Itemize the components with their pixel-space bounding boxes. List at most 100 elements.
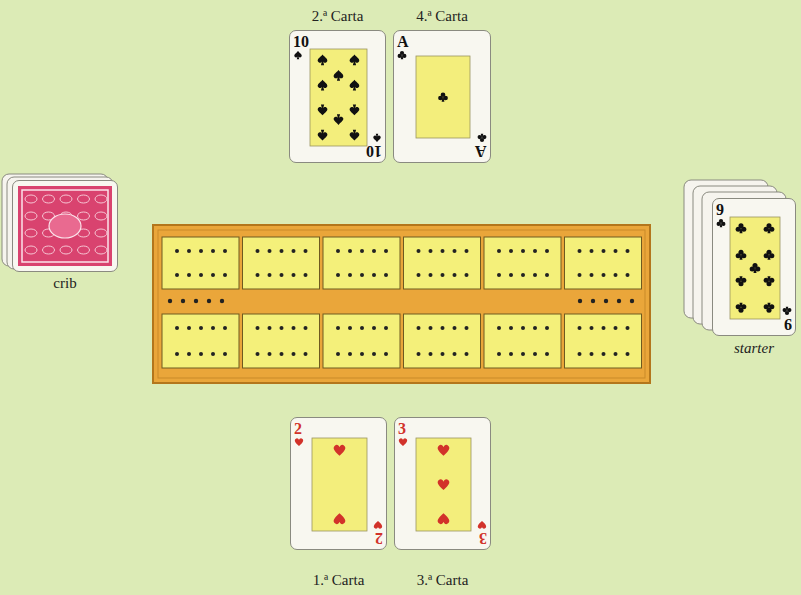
peg-hole <box>223 326 227 330</box>
peg-hole <box>336 326 340 330</box>
peg-hole <box>614 352 618 356</box>
peg-track <box>162 237 239 289</box>
peg-hole <box>199 273 203 277</box>
peg-hole <box>578 273 582 277</box>
index-suit <box>478 134 487 142</box>
suit-pip <box>350 54 360 65</box>
peg-hole <box>187 273 191 277</box>
peg-hole <box>429 273 433 277</box>
card-panel <box>416 56 470 138</box>
card-back-pattern <box>25 229 37 237</box>
peg-hole <box>497 249 501 253</box>
peg-hole <box>384 326 388 330</box>
card-back-pattern <box>49 214 81 238</box>
peg-hole <box>453 249 457 253</box>
card-back-pattern <box>78 212 90 220</box>
peg-hole <box>256 326 260 330</box>
card-index: 10 <box>293 34 309 50</box>
card-back-pattern <box>95 229 107 237</box>
peg-hole <box>602 249 606 253</box>
peg-track <box>162 314 239 368</box>
peg-hole <box>441 352 445 356</box>
peg-hole <box>465 326 469 330</box>
peg-hole <box>533 352 537 356</box>
peg-hole <box>268 273 272 277</box>
peg-hole <box>199 249 203 253</box>
card-back-pattern <box>95 212 107 220</box>
peg-hole <box>268 326 272 330</box>
peg-track <box>243 314 320 368</box>
peg-hole <box>304 326 308 330</box>
peg-hole <box>280 249 284 253</box>
card-index: 2 <box>375 530 383 546</box>
peg-hole <box>280 273 284 277</box>
card-back-pattern <box>25 212 37 220</box>
playing-card: 2.ª Carta1010 <box>289 30 386 163</box>
peg-hole <box>509 273 513 277</box>
card-back: crib <box>12 180 118 272</box>
peg-hole <box>521 326 525 330</box>
peg-track <box>565 314 642 368</box>
card-index: 9 <box>716 202 724 218</box>
card-caption: starter <box>734 340 774 357</box>
peg-hole <box>175 326 179 330</box>
peg-hole <box>509 249 513 253</box>
card-art <box>713 199 795 335</box>
peg-hole <box>211 273 215 277</box>
card-art <box>290 31 385 162</box>
peg-hole <box>545 249 549 253</box>
suit-pip <box>438 513 450 524</box>
peg-hole <box>602 326 606 330</box>
index-suit <box>399 438 407 446</box>
index-suit <box>373 134 380 142</box>
peg-hole <box>626 273 630 277</box>
peg-hole <box>590 249 594 253</box>
peg-track <box>404 314 481 368</box>
suit-pip <box>736 276 747 286</box>
card-back-pattern <box>60 195 72 203</box>
suit-pip <box>438 92 448 101</box>
card-back-pattern <box>60 246 72 254</box>
peg-hole <box>372 249 376 253</box>
card-back-pattern <box>22 190 108 262</box>
card-index: 10 <box>366 143 382 159</box>
peg-hole <box>497 352 501 356</box>
peg-hole <box>417 249 421 253</box>
suit-pip <box>318 130 328 141</box>
card-back <box>7 177 113 269</box>
index-suit <box>398 51 407 59</box>
card-index: 3 <box>479 530 487 546</box>
peg-hole <box>630 299 634 303</box>
peg-track <box>484 237 561 289</box>
peg-hole <box>604 299 608 303</box>
peg-hole <box>384 249 388 253</box>
peg-hole <box>509 326 513 330</box>
peg-hole <box>602 352 606 356</box>
peg-hole <box>199 326 203 330</box>
suit-pip <box>764 276 775 286</box>
peg-hole <box>348 249 352 253</box>
suit-pip <box>350 130 360 141</box>
peg-hole <box>417 352 421 356</box>
peg-hole <box>533 249 537 253</box>
peg-hole <box>223 249 227 253</box>
peg-hole <box>211 326 215 330</box>
peg-hole <box>181 299 185 303</box>
peg-hole <box>292 273 296 277</box>
index-suit <box>374 521 382 529</box>
peg-hole <box>429 249 433 253</box>
peg-track <box>484 314 561 368</box>
peg-hole <box>453 352 457 356</box>
crib-stack <box>2 174 113 269</box>
suit-pip <box>334 513 346 524</box>
peg-hole <box>187 249 191 253</box>
card-index: 9 <box>784 316 792 332</box>
card-index: A <box>397 34 409 50</box>
card-back-pattern <box>18 186 112 266</box>
peg-hole <box>590 326 594 330</box>
peg-hole <box>304 249 308 253</box>
peg-hole <box>199 352 203 356</box>
peg-hole <box>509 352 513 356</box>
cribbage-board <box>153 225 650 383</box>
card-index: A <box>475 143 487 159</box>
